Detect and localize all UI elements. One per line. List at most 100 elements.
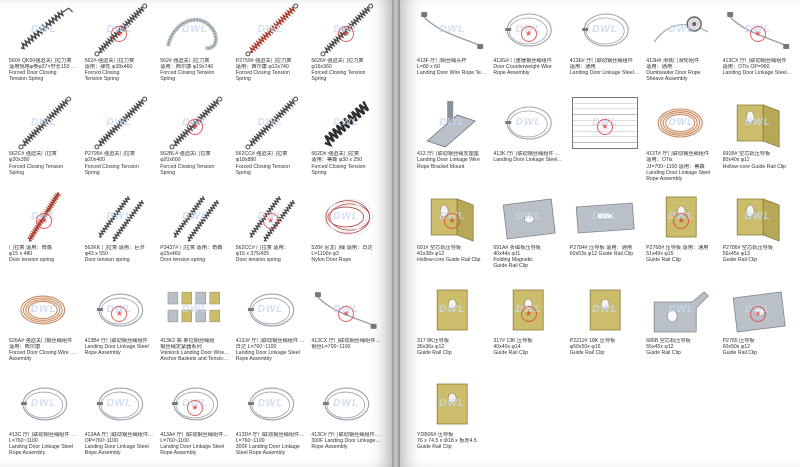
product-photo: DWL	[160, 189, 230, 245]
dwl-watermark: DWL	[106, 210, 133, 222]
red-seal-stamp	[35, 212, 52, 229]
product-photo: DWL	[160, 282, 230, 338]
red-seal-stamp	[749, 306, 766, 323]
product-caption: 413C 厅门联动钢丝绳组件 适用：OTisL=760~1100Landing …	[9, 432, 79, 456]
clip-long-figure	[575, 202, 635, 234]
caption-line: Anchor Baskets and Tension Devices	[160, 356, 230, 363]
dwl-watermark: DWL	[515, 117, 542, 129]
dwl-watermark: DWL	[257, 304, 284, 316]
spring-thick-figure	[324, 101, 370, 148]
caption-line: Door tension spring	[9, 256, 54, 263]
caption-line: Rope Assembly	[84, 449, 121, 456]
product-photo: DWL	[723, 189, 793, 245]
dwl-watermark: DWL	[30, 397, 57, 409]
caption-line: Tension Spring	[9, 76, 44, 83]
dwl-watermark: DWL	[668, 117, 695, 129]
product-photo: DWL	[160, 95, 230, 151]
caption-line: 413D# 厅门联动钢丝绳组件 适用：	[235, 431, 306, 438]
product-caption: 413J# 厅门联动钢丝绳组件 适用：日达 L=760~1100Landing …	[236, 338, 306, 362]
product-photo: DWL	[85, 189, 155, 245]
product-card: DWL 413J# 厅门联动钢丝绳组件 适用：日达 L=760~1100Landi…	[233, 280, 309, 373]
caption-line: Sheave Assembly	[646, 76, 688, 83]
caption-line: Rope Assembly	[493, 70, 530, 77]
product-photo: DWL	[723, 2, 793, 58]
book-spine	[392, 0, 400, 467]
wire-loop-figure	[96, 293, 143, 327]
product-photo: DWL	[236, 376, 306, 432]
product-photo: DWL	[723, 282, 793, 338]
caption-line: Rope Assembly	[9, 449, 46, 456]
spring-diag-figure	[18, 97, 72, 150]
caption-line: Landing Door Linkage Steel Rope Assembly	[493, 157, 563, 164]
product-photo: DWL	[646, 95, 716, 151]
caption-line: Rope Assembly	[235, 356, 272, 363]
spring-diag-figure	[245, 97, 298, 150]
caption-line: Tension Spring	[84, 76, 119, 83]
product-photo: DWL	[85, 282, 155, 338]
caption-line: Guide Rail Clip	[646, 256, 681, 263]
clip-fold-figure	[736, 104, 780, 148]
caption-line: Landing Door Linkage Steel Rope Assembly	[569, 70, 640, 77]
spring-diag-figure	[94, 97, 147, 150]
caption-line: Landing Door Linkage Steel	[84, 443, 149, 450]
red-seal-stamp	[673, 212, 690, 229]
product-photo: DWL	[85, 2, 155, 58]
product-photo: DWL	[493, 2, 563, 58]
caption-line: Assembly	[9, 356, 32, 363]
wire-loop-figure	[581, 13, 629, 47]
product-photo: DWL	[493, 95, 563, 151]
product-photo: DWL	[646, 189, 716, 245]
caption-line: Guide Rail Clip	[417, 350, 452, 357]
dwl-watermark: DWL	[439, 117, 466, 129]
red-seal-stamp	[749, 26, 766, 42]
caption-line: 528# 尼龙门绳 适用：日达	[311, 244, 373, 251]
dwl-watermark: DWL	[439, 304, 466, 316]
dwl-watermark: DWL	[106, 117, 133, 129]
product-photo: DWL	[417, 189, 487, 245]
parts-kit-figure	[167, 292, 221, 323]
caption-line: Spring	[235, 169, 251, 176]
dwl-watermark: DWL	[592, 304, 618, 316]
dwl-watermark: DWL	[257, 117, 284, 129]
spring-coil-figure	[166, 17, 219, 51]
caption-line: Landing Door Linkage Steel Rope Assembly	[722, 70, 793, 77]
product-photo: DWL	[417, 282, 487, 338]
product-photo: DWL	[9, 376, 79, 432]
caption-line: Rope Assembly	[84, 350, 121, 357]
red-seal-stamp	[262, 212, 279, 229]
